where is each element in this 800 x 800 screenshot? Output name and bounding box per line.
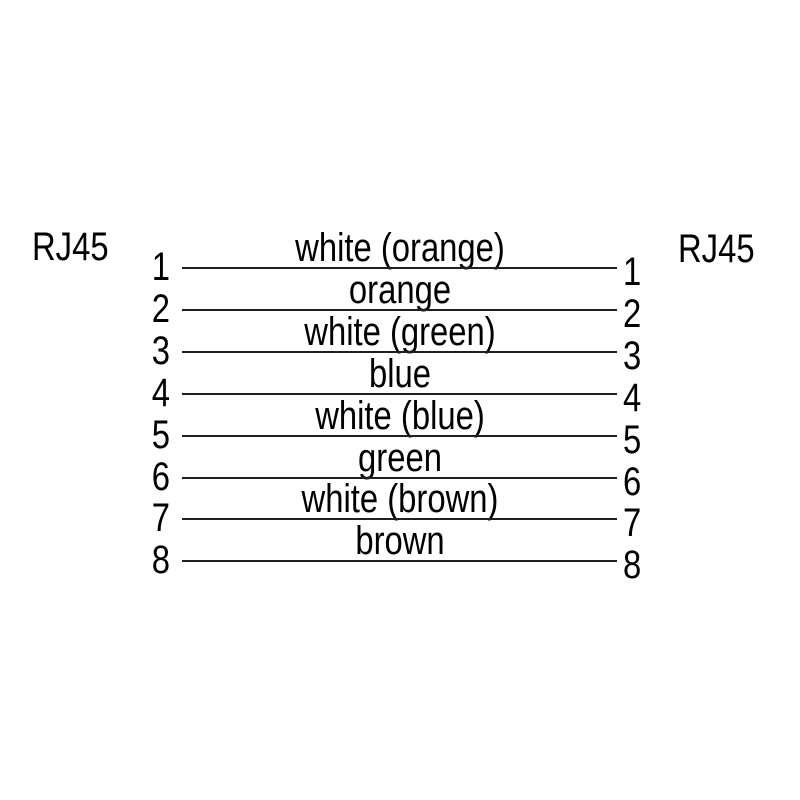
wire-color-label: white (blue) <box>315 394 485 438</box>
wire-line <box>182 560 617 562</box>
pin-number-left: 3 <box>151 329 170 373</box>
pin-number-left: 2 <box>151 287 170 331</box>
pin-number-left: 8 <box>151 538 170 582</box>
wire-color-label: green <box>358 436 442 480</box>
wire-color-label: blue <box>368 352 432 396</box>
wire-line <box>182 477 617 479</box>
pin-number-left: 7 <box>151 496 170 540</box>
wire-color-label: white (green) <box>304 310 496 354</box>
pin-number-right: 5 <box>623 418 642 462</box>
wire-color-label: orange <box>348 268 452 312</box>
pin-number-right: 7 <box>623 501 642 545</box>
wire-line <box>182 267 617 269</box>
pin-number-right: 3 <box>623 334 642 378</box>
pin-number-right: 4 <box>623 376 642 420</box>
pin-number-right: 8 <box>623 543 642 587</box>
left-connector-label: RJ45 <box>32 225 109 269</box>
pin-number-left: 1 <box>151 245 170 289</box>
pin-number-left: 5 <box>151 413 170 457</box>
wire-line <box>182 309 617 311</box>
wire-color-label: white (brown) <box>301 477 499 521</box>
wire-color-label: white (orange) <box>295 226 505 270</box>
wire-line <box>182 435 617 437</box>
pin-number-left: 4 <box>151 371 170 415</box>
wire-line <box>182 351 617 353</box>
pin-number-right: 6 <box>623 460 642 504</box>
right-connector-label: RJ45 <box>678 227 755 271</box>
pin-number-left: 6 <box>151 455 170 499</box>
wire-line <box>182 518 617 520</box>
pin-number-right: 1 <box>623 250 642 294</box>
wire-color-label: brown <box>355 519 445 563</box>
wire-line <box>182 393 617 395</box>
pin-number-right: 2 <box>623 292 642 336</box>
